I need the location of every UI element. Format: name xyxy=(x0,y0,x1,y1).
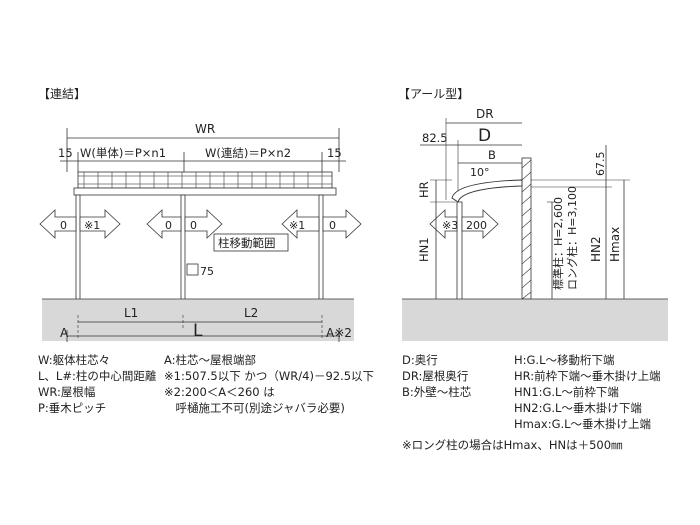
arrow-zero-2: 0 xyxy=(165,219,172,232)
l-dimensions: L1 L2 L A A※2 xyxy=(60,306,352,342)
move-arrows: 0 ※1 0 0 ※1 0 xyxy=(39,209,362,239)
d675-label: 67.5 xyxy=(594,152,607,177)
curved-roof xyxy=(451,179,523,203)
note1-right: ※1 xyxy=(289,219,305,232)
legend-item: L、L#:柱の中心間距離 xyxy=(38,369,157,383)
ground-right xyxy=(402,299,668,341)
l1-label: L1 xyxy=(124,306,138,320)
std-post-height-label: 標準柱：H=2,600 xyxy=(551,197,565,290)
legend-item: D:奥行 xyxy=(402,353,438,367)
legend-item: Hmax:G.L～垂木掛け上端 xyxy=(514,417,652,431)
d825-label: 82.5 xyxy=(422,131,448,145)
hr-label: HR xyxy=(417,181,431,198)
dim75-label: 75 xyxy=(200,265,214,278)
legend-col-1: W:躯体柱芯々 L、L#:柱の中心間距離 WR:屋根幅 P:垂木ピッチ xyxy=(38,352,156,416)
side-post xyxy=(456,201,463,303)
legend-item: W:躯体柱芯々 xyxy=(38,353,111,367)
edge-left-label: 15 xyxy=(58,146,73,160)
note3-label: ※3 xyxy=(442,219,458,232)
d-label: D xyxy=(478,126,491,146)
legend-item: DR:屋根奥行 xyxy=(402,369,469,383)
legend-item: A:柱芯～屋根端部 xyxy=(164,353,257,367)
arrow-zero-1: 0 xyxy=(60,219,67,232)
side-arrow-left xyxy=(429,209,458,239)
wr-dimension: WR xyxy=(66,122,340,172)
wall-hatch xyxy=(521,159,532,300)
posts xyxy=(75,194,324,316)
arrow-zero-3: 0 xyxy=(190,219,197,232)
w-single-label: W(単体)＝P×n1 xyxy=(80,146,166,160)
dr-label: DR xyxy=(476,107,494,121)
b-label: B xyxy=(488,148,496,162)
roof-panel xyxy=(73,171,337,196)
edge-right-label: 15 xyxy=(327,146,342,160)
hn1-label: HN1 xyxy=(417,237,431,262)
left-title: 【連結】 xyxy=(38,87,86,101)
legend-item: HR:前枠下端～垂木掛け上端 xyxy=(514,369,661,383)
legend-footnote: ※ロング柱の場合はHmax、HNは＋500㎜ xyxy=(402,438,623,452)
right-height-dims: 67.5 HN2 Hmax 標準柱：H=2,600 ロング柱：H=3,100 xyxy=(531,145,630,299)
legend-col-2: A:柱芯～屋根端部 ※1:507.5以下 かつ（WR/4)－92.5以下 ※2:… xyxy=(164,352,374,416)
legend-item: B:外壁～柱芯 xyxy=(402,385,472,399)
ground-left xyxy=(42,299,354,341)
l2-label: L2 xyxy=(244,306,258,320)
note1-left: ※1 xyxy=(84,219,100,232)
legend-item: HN2:G.L～垂木掛け下端 xyxy=(514,401,642,415)
legend-item: H:G.L～移動桁下端 xyxy=(514,353,615,367)
a-left-label: A xyxy=(60,326,69,340)
hn2-label: HN2 xyxy=(589,236,603,262)
legend-item: WR:屋根幅 xyxy=(38,385,96,399)
wr-label: WR xyxy=(195,122,215,136)
legend-item: ※1:507.5以下 かつ（WR/4)－92.5以下 xyxy=(164,369,375,383)
dim75-box xyxy=(186,263,199,276)
right-title: 【アール型】 xyxy=(398,87,469,101)
w-dimension-row: 15 W(単体)＝P×n1 W(連結)＝P×n2 15 xyxy=(58,146,346,172)
l-label: L xyxy=(193,321,203,341)
legend-col-4: H:G.L～移動桁下端 HR:前枠下端～垂木掛け上端 HN1:G.L～前枠下端 … xyxy=(514,352,661,432)
legend-item: P:垂木ピッチ xyxy=(38,401,107,415)
legend-item: 呼樋施工不可(別途ジャバラ必要) xyxy=(164,401,345,415)
a-right-label: A※2 xyxy=(326,326,352,340)
w-linked-label: W(連結)＝P×n2 xyxy=(205,146,291,160)
hmax-label: Hmax xyxy=(608,227,622,262)
left-height-dims: HR HN1 xyxy=(417,179,456,299)
move-range-box xyxy=(213,233,289,252)
v200-label: 200 xyxy=(466,219,487,232)
long-post-height-label: ロング柱：H=3,100 xyxy=(565,186,579,290)
legend-item: HN1:G.L～前枠下端 xyxy=(514,385,619,399)
side-arrow-right xyxy=(461,209,499,239)
legend-col-3: D:奥行 DR:屋根奥行 B:外壁～柱芯 xyxy=(402,352,471,400)
legend-item: ※2:200＜A＜260 は xyxy=(164,385,275,399)
arrow-zero-4: 0 xyxy=(329,219,336,232)
move-range-label: 柱移動範囲 xyxy=(218,236,276,250)
depth-dimensions: DR D 82.5 B 10° xyxy=(420,107,522,200)
angle-label: 10° xyxy=(470,166,490,179)
